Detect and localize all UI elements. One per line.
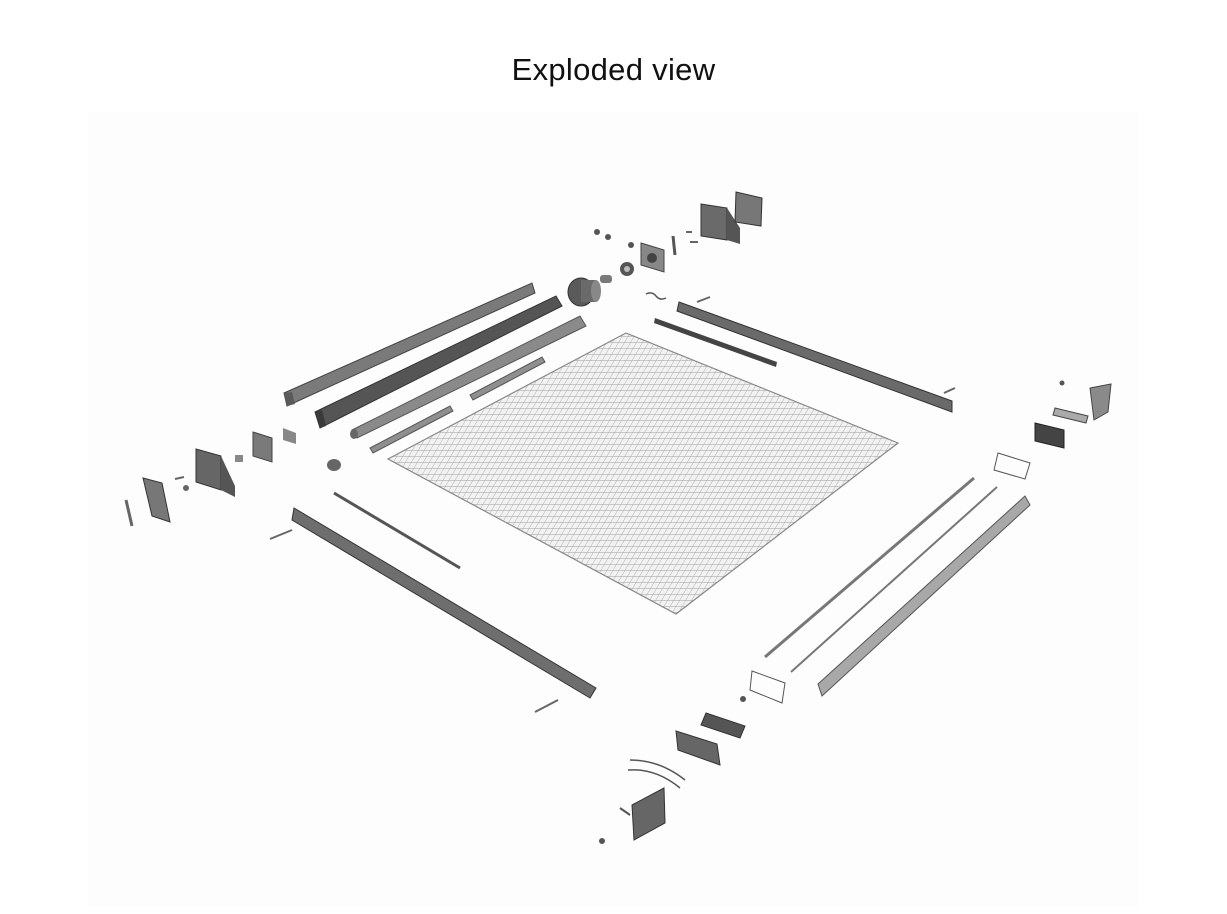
left-end-bracket — [124, 428, 341, 527]
mounting-block-top — [671, 191, 763, 256]
roller-tube — [350, 315, 587, 439]
cassette-profile-lower — [314, 295, 563, 429]
end-cap-drum — [567, 277, 601, 307]
bracket-plate-top — [640, 242, 665, 273]
bottom-end-plate — [599, 759, 686, 844]
screen-mesh — [386, 332, 900, 615]
spring-shaft — [369, 356, 546, 454]
right-top-bracket — [993, 380, 1112, 480]
guide-rail-right — [764, 476, 1031, 697]
page-title: Exploded view — [511, 52, 716, 87]
right-bottom-bracket — [675, 670, 786, 766]
cassette-profile-upper — [283, 282, 536, 407]
bottom-bar-top — [645, 292, 956, 413]
small-bushing — [594, 229, 634, 283]
guide-rail-left — [269, 491, 597, 713]
